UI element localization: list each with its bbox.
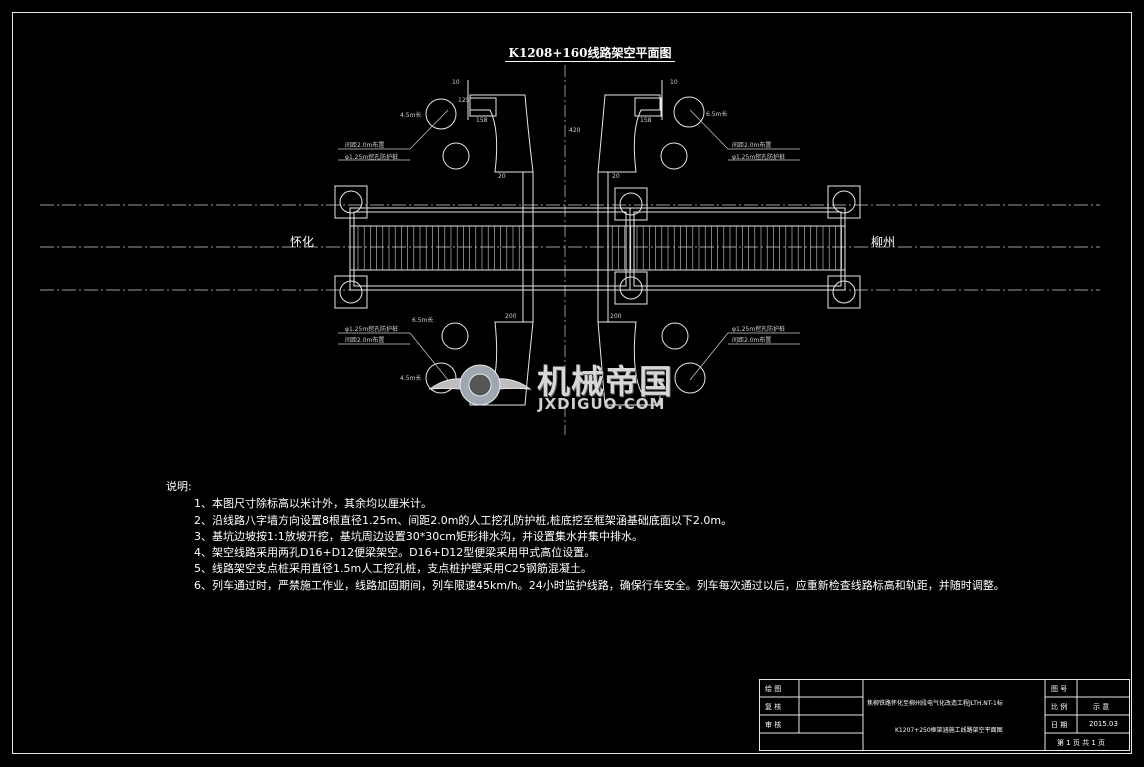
- dim-158-right: 158: [640, 117, 652, 124]
- watermark-cn: 机械帝国: [537, 362, 673, 401]
- dim-200-right: 200: [610, 313, 622, 320]
- pile-label-top-right: φ1.25m挖孔防护桩: [732, 153, 785, 161]
- temporary-beam-right: [629, 207, 846, 291]
- tb-audit-label: 审 核: [765, 721, 782, 729]
- title-underline: [505, 61, 675, 62]
- city-label-left: 怀化: [290, 235, 315, 249]
- note-line: 2、沿线路八字墙方向设置8根直径1.25m、间距2.0m的人工挖孔防护桩,桩底挖…: [194, 513, 733, 527]
- spacing-label-top-left: 间距2.0m布置: [345, 141, 384, 149]
- city-label-right: 柳州: [871, 235, 896, 249]
- title-block-grid: [759, 679, 1130, 751]
- wing-wall-top-right: [597, 80, 663, 173]
- pile-label-bottom-left: φ1.25m挖孔防护桩: [345, 325, 398, 333]
- watermark-en: JXDIGUO.COM: [538, 395, 666, 413]
- dim-200-left: 200: [505, 313, 517, 320]
- tb-drawing-name: K1207+250框架涵施工线路架空平面图: [895, 727, 1003, 734]
- leader-lines: [338, 109, 800, 381]
- dim-10-right: 10: [670, 79, 678, 86]
- drawing-frame: [12, 12, 1132, 754]
- pile-label-bottom-right: φ1.25m挖孔防护桩: [732, 325, 785, 333]
- dim-4-5-top-left: 4.5m长: [400, 111, 421, 119]
- support-pile-right-bottom: [827, 275, 861, 309]
- tb-scale-label: 比 例: [1051, 703, 1068, 711]
- temporary-beam-left: [349, 207, 631, 291]
- wing-wall-top-left: [467, 80, 534, 173]
- tb-date-label: 日 期: [1051, 721, 1068, 729]
- drawing-title: K1208+160线路架空平面图: [508, 46, 672, 60]
- support-pile-left-top: [334, 185, 368, 219]
- notes-heading: 说明:: [166, 480, 192, 493]
- tb-scale-value: 示 意: [1093, 703, 1110, 711]
- dim-6-5-top-right: 6.5m长: [706, 110, 727, 118]
- wing-wall-bottom-left: [469, 321, 534, 406]
- support-pile-right-top: [827, 185, 861, 219]
- support-pile-mid-top: [614, 187, 648, 221]
- dim-20-top-left: 20: [498, 173, 506, 180]
- beam-cross-ties: [357, 226, 842, 270]
- note-line: 3、基坑边坡按1:1放坡开挖，基坑周边设置30*30cm矩形排水沟，并设置集水井…: [194, 529, 643, 543]
- tb-date-value: 2015.03: [1089, 720, 1118, 728]
- tb-draw-label: 绘 图: [765, 685, 782, 693]
- spacing-label-bottom-right: 间距2.0m布置: [732, 336, 771, 344]
- dim-10-left: 10: [452, 79, 460, 86]
- note-line: 5、线路架空支点桩采用直径1.5m人工挖孔桩，支点桩护壁采用C25钢筋混凝土。: [194, 562, 592, 576]
- watermark: 机械帝国 JXDIGUO.COM: [425, 345, 725, 425]
- pile-label-top-left: φ1.25m挖孔防护桩: [345, 153, 398, 161]
- note-line: 6、列车通过时，严禁施工作业，线路加固期间，列车限速45km/h。24小时监护线…: [194, 578, 1005, 592]
- wing-wall-bottom-right: [597, 321, 661, 406]
- track-centerlines: [40, 204, 1100, 291]
- dim-6-5-bottom-left: 6.5m长: [412, 316, 433, 324]
- note-line: 4、架空线路采用两孔D16+D12便梁架空。D16+D12型便梁采用甲式高位设置…: [194, 546, 596, 560]
- title-block: 绘 图 复 核 审 核 焦柳铁路怀化至柳州段电气化改造工程JLTH.NT-1标 …: [759, 679, 1130, 751]
- spacing-label-top-right: 间距2.0m布置: [732, 141, 771, 149]
- dim-158-left: 158: [476, 117, 488, 124]
- notes: 说明: 1、本图尺寸除标高以米计外，其余均以厘米计。 2、沿线路八字墙方向设置8…: [166, 479, 1106, 594]
- tb-review-label: 复 核: [765, 703, 782, 711]
- support-pile-left-bottom: [334, 275, 368, 309]
- tb-fig-no-label: 图 号: [1051, 685, 1068, 693]
- dim-4-5-bottom-left: 4.5m长: [400, 374, 421, 382]
- support-pile-mid-bottom: [614, 271, 648, 305]
- dim-125: 125: [458, 97, 470, 104]
- note-line: 1、本图尺寸除标高以米计外，其余均以厘米计。: [194, 497, 432, 511]
- tb-project-name: 焦柳铁路怀化至柳州段电气化改造工程JLTH.NT-1标: [867, 700, 1003, 707]
- tb-sheet: 第 1 页 共 1 页: [1057, 739, 1106, 747]
- dim-420: 420: [569, 127, 581, 134]
- gear-eagle-logo-icon: [428, 364, 532, 406]
- dim-20-top-right: 20: [612, 173, 620, 180]
- spacing-label-bottom-left: 间距2.0m布置: [345, 336, 384, 344]
- protection-piles: [425, 96, 706, 394]
